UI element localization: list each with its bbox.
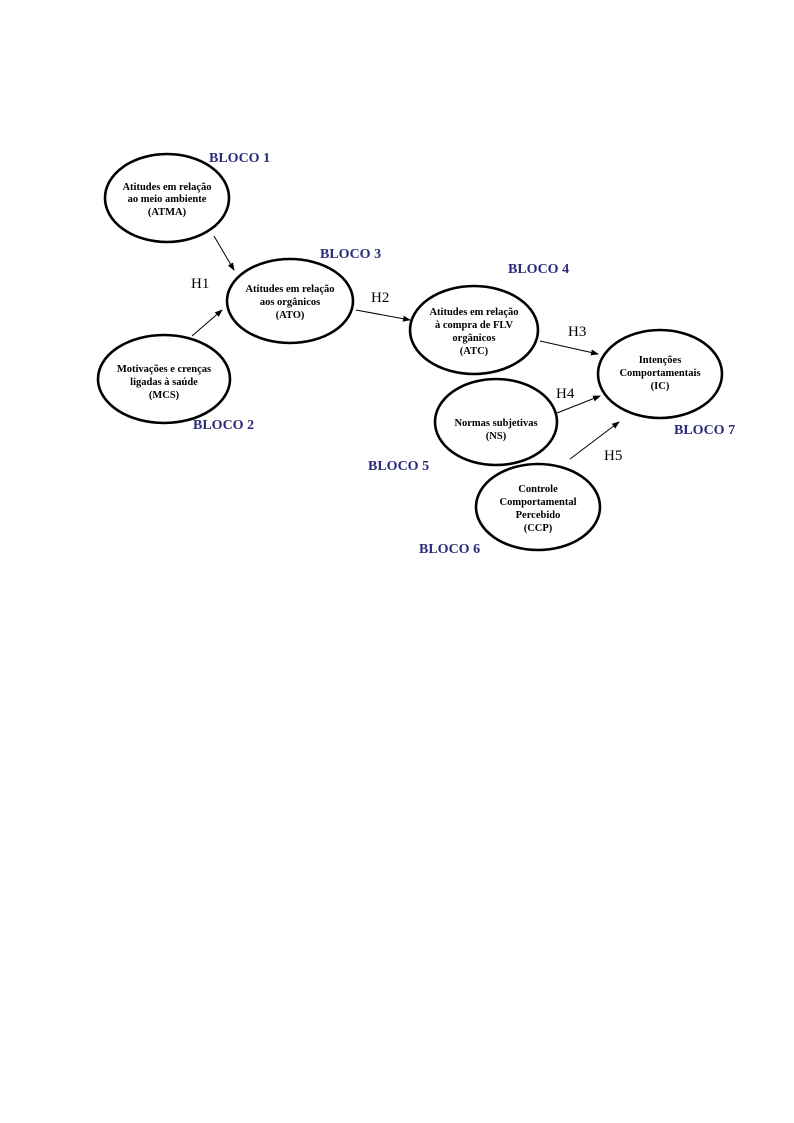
- node-ccp: Controle Comportamental Percebido (CCP): [474, 462, 602, 552]
- arrow-ccp-to-ic: [569, 421, 620, 460]
- node-ic: Intenções Comportamentais (IC): [596, 328, 724, 420]
- node-ato-line-2: aos orgânicos: [260, 297, 320, 308]
- hypothesis-h3: H3: [568, 324, 586, 340]
- node-ccp-line-2: Comportamental: [500, 497, 577, 508]
- node-mcs: Motivações e crenças ligadas à saúde (MC…: [96, 333, 232, 425]
- node-ccp-line-3: Percebido: [516, 510, 561, 521]
- hypothesis-h2: H2: [371, 290, 389, 306]
- node-atc: Atitudes em relação à compra de FLV orgâ…: [408, 284, 540, 376]
- node-ato-line-1: Atitudes em relação: [245, 284, 334, 295]
- hypothesis-h5: H5: [604, 448, 622, 464]
- node-ccp-line-1: Controle: [518, 484, 558, 495]
- node-ns: Normas subjetivas (NS): [433, 377, 559, 467]
- arrow-ns-to-ic: [556, 395, 601, 414]
- node-ic-line-1: Intenções: [639, 355, 682, 366]
- arrow-ato-to-atc: [355, 309, 411, 322]
- node-ato: Atitudes em relação aos orgânicos (ATO): [225, 257, 355, 345]
- node-mcs-line-3: (MCS): [149, 390, 180, 401]
- node-atc-line-3: orgânicos: [452, 333, 495, 344]
- node-atc-line-2: à compra de FLV: [435, 320, 513, 331]
- hypothesis-h1: H1: [191, 276, 209, 292]
- node-atma: Atitudes em relação ao meio ambiente (AT…: [103, 152, 231, 244]
- block-label-6: BLOCO 6: [419, 542, 480, 557]
- node-ato-line-3: (ATO): [276, 310, 305, 321]
- node-atc-line-1: Atitudes em relação: [429, 307, 518, 318]
- block-label-2: BLOCO 2: [193, 418, 254, 433]
- arrow-mcs-to-ato: [191, 309, 223, 337]
- block-label-7: BLOCO 7: [674, 423, 735, 438]
- node-atma-line-2: ao meio ambiente: [128, 194, 207, 205]
- block-label-4: BLOCO 4: [508, 262, 569, 277]
- block-label-5: BLOCO 5: [368, 459, 429, 474]
- node-ic-line-2: Comportamentais: [619, 368, 700, 379]
- node-mcs-line-1: Motivações e crenças: [117, 364, 211, 375]
- hypothesis-h4: H4: [556, 386, 575, 402]
- node-ns-line-1: Normas subjetivas: [454, 418, 537, 429]
- node-ccp-line-4: (CCP): [524, 523, 553, 534]
- arrow-atma-to-ato: [213, 235, 235, 271]
- node-atc-line-4: (ATC): [460, 346, 489, 357]
- block-label-1: BLOCO 1: [209, 151, 270, 166]
- node-ic-line-3: (IC): [651, 381, 670, 392]
- node-atma-line-1: Atitudes em relação: [122, 182, 211, 193]
- node-mcs-line-2: ligadas à saúde: [130, 377, 198, 388]
- block-label-3: BLOCO 3: [320, 247, 381, 262]
- arrow-atc-to-ic: [539, 340, 599, 356]
- node-atma-line-3: (ATMA): [148, 207, 187, 218]
- node-ns-line-2: (NS): [486, 431, 507, 442]
